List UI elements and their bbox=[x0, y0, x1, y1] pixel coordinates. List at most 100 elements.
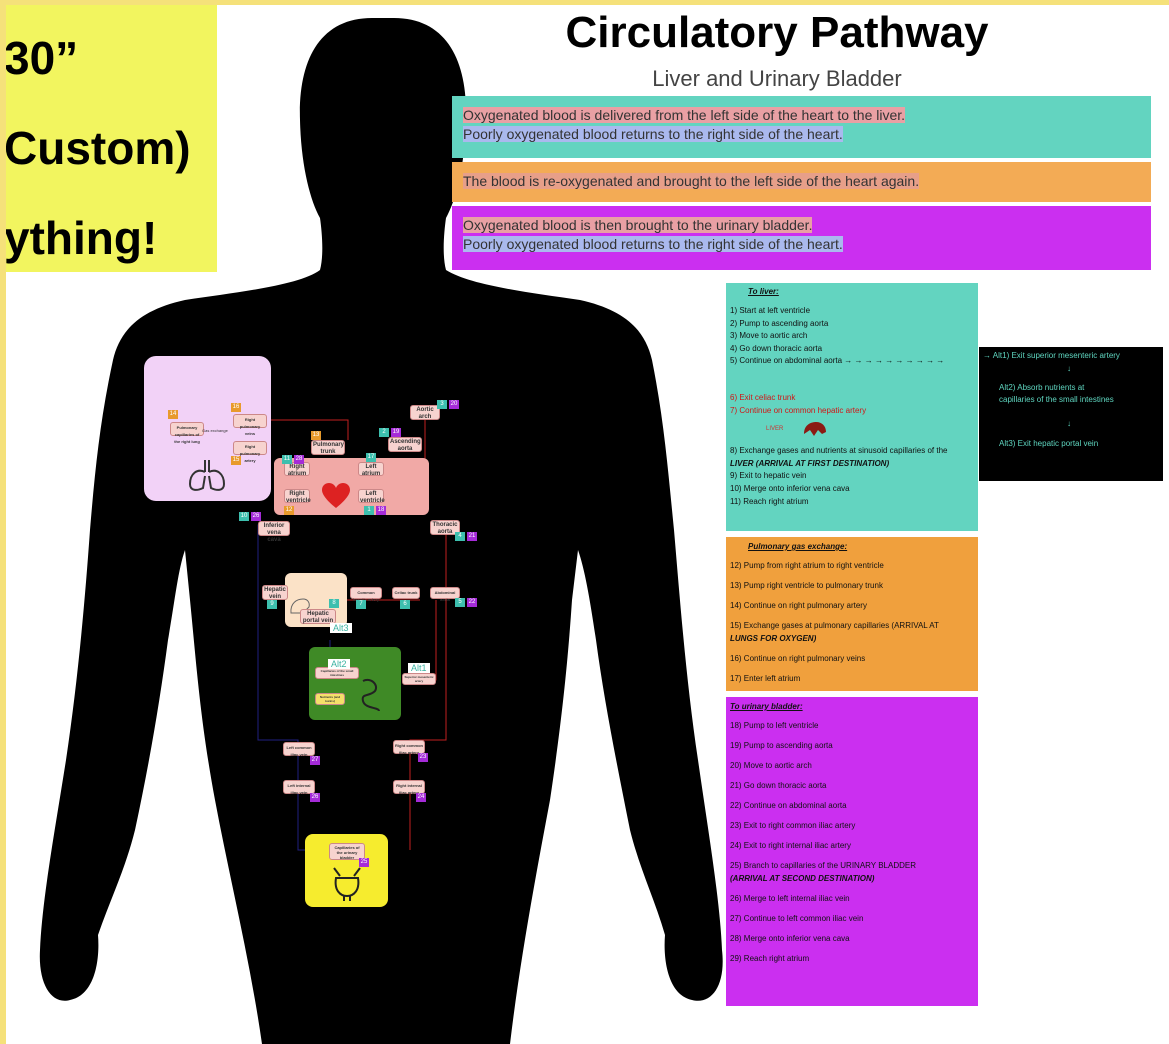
summary-box-lungs: The blood is re-oxygenated and brought t… bbox=[452, 162, 1151, 202]
side-note-line-2: Custom) bbox=[6, 122, 191, 174]
liver-icon bbox=[804, 422, 826, 437]
to-bladder-step: (ARRIVAL AT SECOND DESTINATION) bbox=[730, 873, 875, 883]
gas-exchange-label: Gas exchange bbox=[202, 428, 228, 433]
descending-aorta-line bbox=[409, 530, 447, 850]
to-liver-step: 1) Start at left ventricle bbox=[730, 306, 811, 315]
badge-5: 5 bbox=[455, 598, 465, 607]
heart-box: Right atrium Left atrium Right ventricle… bbox=[274, 458, 429, 515]
to-bladder-step: 19) Pump to ascending aorta bbox=[730, 741, 833, 750]
to-bladder-step: 27) Continue to left common iliac vein bbox=[730, 913, 864, 923]
badge-21: 21 bbox=[467, 532, 477, 541]
badge-28: 28 bbox=[294, 455, 304, 464]
liver-icon-row: LIVER bbox=[730, 418, 974, 446]
to-bladder-panel: To urinary bladder: 18) Pump to left ven… bbox=[726, 697, 978, 1006]
badge-26: 26 bbox=[251, 512, 261, 521]
summary-box-bladder-line-2: Poorly oxygenated blood returns to the r… bbox=[463, 236, 843, 252]
pulmonary-step: LUNGS FOR OXYGEN) bbox=[730, 633, 817, 643]
badge-11: 11 bbox=[282, 455, 292, 464]
badge-1: 1 bbox=[364, 506, 374, 515]
superior-mesenteric-node: Superior mesenteric artery bbox=[402, 673, 436, 685]
pulmonary-step: 17) Enter left atrium bbox=[730, 673, 801, 683]
right-pulmonary-veins-node: Right pulmonary veins bbox=[233, 414, 267, 436]
alt2-text-2: capillaries of the small intestines bbox=[999, 395, 1114, 404]
right-pulmonary-artery-node: Right pulmonary artery bbox=[233, 441, 267, 463]
to-bladder-step: 22) Continue on abdominal aorta bbox=[730, 801, 847, 810]
to-bladder-step: 29) Reach right atrium bbox=[730, 953, 810, 963]
alt-arrow-1: ↓ bbox=[1067, 364, 1071, 373]
small-intestine-box: Capillaries of the small intestines Nutr… bbox=[309, 647, 401, 720]
abdominal-aorta-node: Abdominal aorta bbox=[430, 587, 460, 602]
alt3-label: Alt3 bbox=[330, 623, 352, 633]
pulmonary-step: 12) Pump from right atrium to right vent… bbox=[730, 561, 884, 570]
badge-24: 24 bbox=[416, 793, 426, 802]
to-liver-step: 7) Continue on common hepatic artery bbox=[730, 405, 867, 415]
to-liver-step: 4) Go down thoracic aorta bbox=[730, 343, 823, 353]
to-bladder-step: 18) Pump to left ventricle bbox=[730, 721, 819, 730]
to-liver-step: LIVER (ARRIVAL AT FIRST DESTINATION) bbox=[730, 458, 890, 468]
right-ventricle-node: Right ventricle bbox=[284, 489, 311, 504]
right-internal-iliac-artery-node: Right internal iliac artery bbox=[393, 780, 425, 795]
lungs-box: Pulmonary capillaries of the right lung … bbox=[144, 356, 271, 501]
badge-8: 8 bbox=[329, 599, 339, 608]
left-common-iliac-vein-node: Left common iliac vein bbox=[283, 742, 315, 757]
alt-arrow-2: ↓ bbox=[1067, 419, 1071, 428]
summary-box-liver: Oxygenated blood is delivered from the l… bbox=[452, 96, 1151, 158]
thoracic-aorta-node: Thoracic aorta bbox=[430, 520, 460, 535]
to-liver-step: 2) Pump to ascending aorta bbox=[730, 318, 829, 328]
bladder-icon bbox=[333, 867, 361, 901]
alt2-label: Alt2 bbox=[328, 659, 350, 669]
badge-25: 25 bbox=[359, 858, 369, 867]
page-subtitle: Liver and Urinary Bladder bbox=[652, 66, 902, 91]
badge-17: 17 bbox=[366, 453, 376, 462]
to-bladder-step: 25) Branch to capillaries of the URINARY… bbox=[730, 861, 917, 870]
side-note: 30” Custom) ything! bbox=[6, 5, 217, 272]
badge-14: 14 bbox=[168, 410, 178, 419]
to-bladder-step: 28) Merge onto inferior vena cava bbox=[730, 933, 850, 943]
badge-22: 22 bbox=[467, 598, 477, 607]
badge-2: 2 bbox=[379, 428, 389, 437]
badge-18: 18 bbox=[376, 506, 386, 515]
badge-10: 10 bbox=[239, 512, 249, 521]
to-liver-step: 10) Merge onto inferior vena cava bbox=[730, 483, 850, 493]
badge-12: 12 bbox=[284, 506, 294, 515]
ascending-aorta-node: Ascending aorta bbox=[388, 437, 422, 452]
alt1-text: → Alt1) Exit superior mesenteric artery bbox=[983, 351, 1120, 360]
to-bladder-step: 21) Go down thoracic aorta bbox=[730, 781, 827, 790]
alt1-label: Alt1 bbox=[408, 663, 430, 673]
left-internal-iliac-vein-node: Left internal iliac vein bbox=[283, 780, 315, 795]
to-liver-step: 5) Continue on abdominal aorta → → → → →… bbox=[730, 356, 945, 366]
badge-20: 20 bbox=[449, 400, 459, 409]
pulmonary-step: 13) Pump right ventricle to pulmonary tr… bbox=[730, 581, 883, 590]
celiac-trunk-node: Celiac trunk bbox=[392, 587, 420, 599]
badge-13: 13 bbox=[311, 431, 321, 440]
urinary-bladder-box: Capillaries of the urinary bladder bbox=[305, 834, 388, 907]
badge-23: 23 bbox=[418, 753, 428, 762]
badge-6: 6 bbox=[400, 600, 410, 609]
badge-27: 27 bbox=[310, 756, 320, 765]
badge-7: 7 bbox=[356, 600, 366, 609]
to-liver-heading: To liver: bbox=[748, 287, 779, 296]
pulmonary-line bbox=[268, 419, 349, 440]
pulmonary-step: 16) Continue on right pulmonary veins bbox=[730, 653, 866, 663]
to-liver-step: 8) Exchange gases and nutrients at sinus… bbox=[730, 446, 948, 456]
nutrients-node: Nutrients (and toxins) bbox=[315, 693, 345, 705]
right-common-iliac-artery-node: Right common iliac artery bbox=[393, 740, 425, 755]
summary-box-liver-line-1: Oxygenated blood is delivered from the l… bbox=[463, 107, 906, 123]
left-ventricle-node: Left ventricle bbox=[358, 489, 385, 504]
badge-4: 4 bbox=[455, 532, 465, 541]
to-bladder-step: 20) Move to aortic arch bbox=[730, 761, 812, 770]
bladder-capillaries-node: Capillaries of the urinary bladder bbox=[329, 843, 365, 860]
alt3-text: Alt3) Exit hepatic portal vein bbox=[999, 439, 1099, 448]
intestine-icon bbox=[361, 679, 380, 712]
badge-3: 3 bbox=[437, 400, 447, 409]
hepatic-portal-vein-node: Hepatic portal vein bbox=[300, 609, 336, 624]
badge-26b: 26 bbox=[310, 793, 320, 802]
intestine-capillaries-node: Capillaries of the small intestines bbox=[315, 667, 359, 679]
summary-box-bladder: Oxygenated blood is then brought to the … bbox=[452, 206, 1151, 270]
to-bladder-step: 26) Merge to left internal iliac vein bbox=[730, 893, 850, 903]
common-hepatic-artery-node: Common hepatic artery bbox=[350, 587, 382, 602]
liver-icon-label: LIVER bbox=[766, 426, 784, 433]
